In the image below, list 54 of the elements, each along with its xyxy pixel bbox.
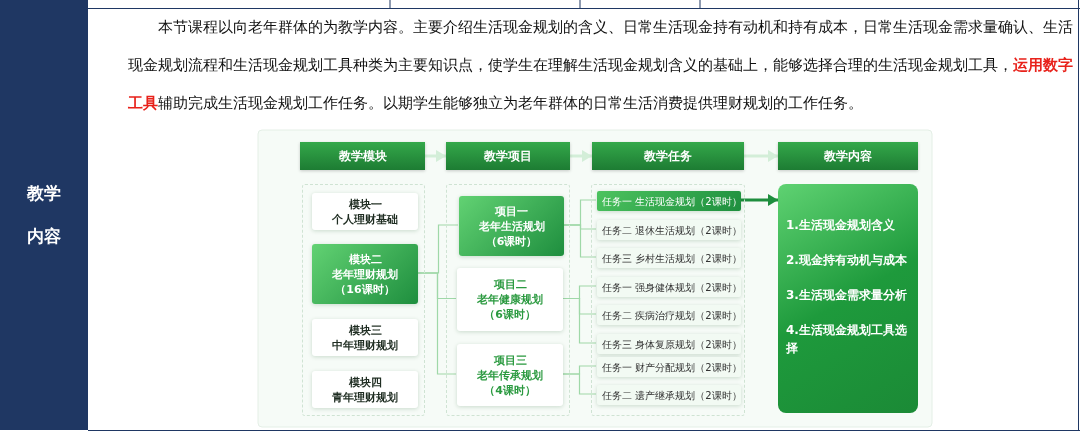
arrow: [740, 194, 778, 206]
dashed-group-frame: [446, 184, 570, 416]
paragraph: 本节课程以向老年群体的为教学内容。主要介绍生活现金规划的含义、日常生活现金持有动机和持有成本，日常生活现金需求量确认、生活现金规划流程和生活现金规划工具种类为主要知识点，使学生在理解生活现金规划含义的基础上，能够选择合理的生活现金规划工具，运用数字工具辅助完成生活现金规划工作任务。以期学生能够独立为老年群体的日常生活消费提供理财规划的工作任务。: [128, 17, 1074, 114]
card-text: （16课时）: [335, 281, 395, 297]
card-text: 中年理财规划: [332, 337, 398, 353]
column-header: 教学任务: [592, 142, 744, 170]
card-text: 青年理财规划: [332, 389, 398, 405]
task-card: 任务三 身体复原规划（2课时）: [597, 334, 741, 354]
task-card: 任务二 退休生活规划（2课时）: [597, 220, 741, 240]
task-card: 任务二 疾病治疗规划（2课时）: [597, 305, 741, 325]
task-card: 任务一 强身健体规划（2课时）: [597, 277, 741, 297]
task-card: 任务二 遗产继承规划（2课时）: [597, 385, 741, 405]
card-title: 模块一: [348, 196, 382, 212]
card-text: 老年生活规划: [478, 218, 545, 234]
list-item: 3.生活现金需求量分析: [786, 287, 907, 304]
card-title: 项目二: [493, 277, 527, 292]
row-header: 教学内容: [0, 0, 88, 430]
column-header: 教学项目: [446, 142, 570, 170]
module-card: [312, 371, 418, 408]
card-text: （4课时）: [484, 382, 536, 398]
connector-line: [561, 373, 597, 395]
list-item: 4.生活现金规划工具选择: [786, 322, 908, 357]
module-card: [312, 244, 418, 304]
module-card: [312, 193, 418, 230]
task-card: 任务一 生活现金规划（2课时）: [597, 191, 741, 211]
card-title: 模块二: [348, 251, 382, 267]
card-title: 项目三: [493, 352, 527, 368]
card-text: （6课时）: [485, 233, 538, 249]
card-text: （6课时）: [484, 307, 536, 322]
list-item: 2.现金持有动机与成本: [786, 252, 907, 269]
card-title: 项目一: [495, 203, 528, 219]
dashed-group-frame: [591, 184, 745, 416]
connector-line: [562, 224, 597, 258]
column-header: 教学模块: [300, 142, 425, 170]
list-item: 1.生活现金规划含义: [786, 217, 895, 234]
task-card: 任务一 财产分配规划（2课时）: [597, 357, 741, 377]
arrow: [425, 150, 446, 162]
card-text: 个人理财基础: [332, 211, 398, 227]
card-text: 老年理财规划: [332, 266, 398, 282]
task-card: 任务三 乡村生活规划（2课时）: [597, 248, 741, 268]
card-title: 模块四: [348, 374, 382, 390]
project-card: [459, 196, 564, 256]
card-title: 模块三: [348, 322, 382, 338]
dashed-group-frame: [302, 184, 425, 416]
card-text: 老年传承规划: [477, 367, 543, 383]
column-header: 教学内容: [778, 142, 918, 170]
connector-line: [416, 272, 457, 375]
project-card: [457, 344, 563, 406]
arrow: [570, 150, 592, 162]
card-text: 老年健康规划: [477, 292, 543, 307]
project-card: [457, 268, 563, 331]
arrow: [744, 150, 778, 162]
module-card: [312, 319, 418, 356]
content-panel: [778, 184, 918, 413]
